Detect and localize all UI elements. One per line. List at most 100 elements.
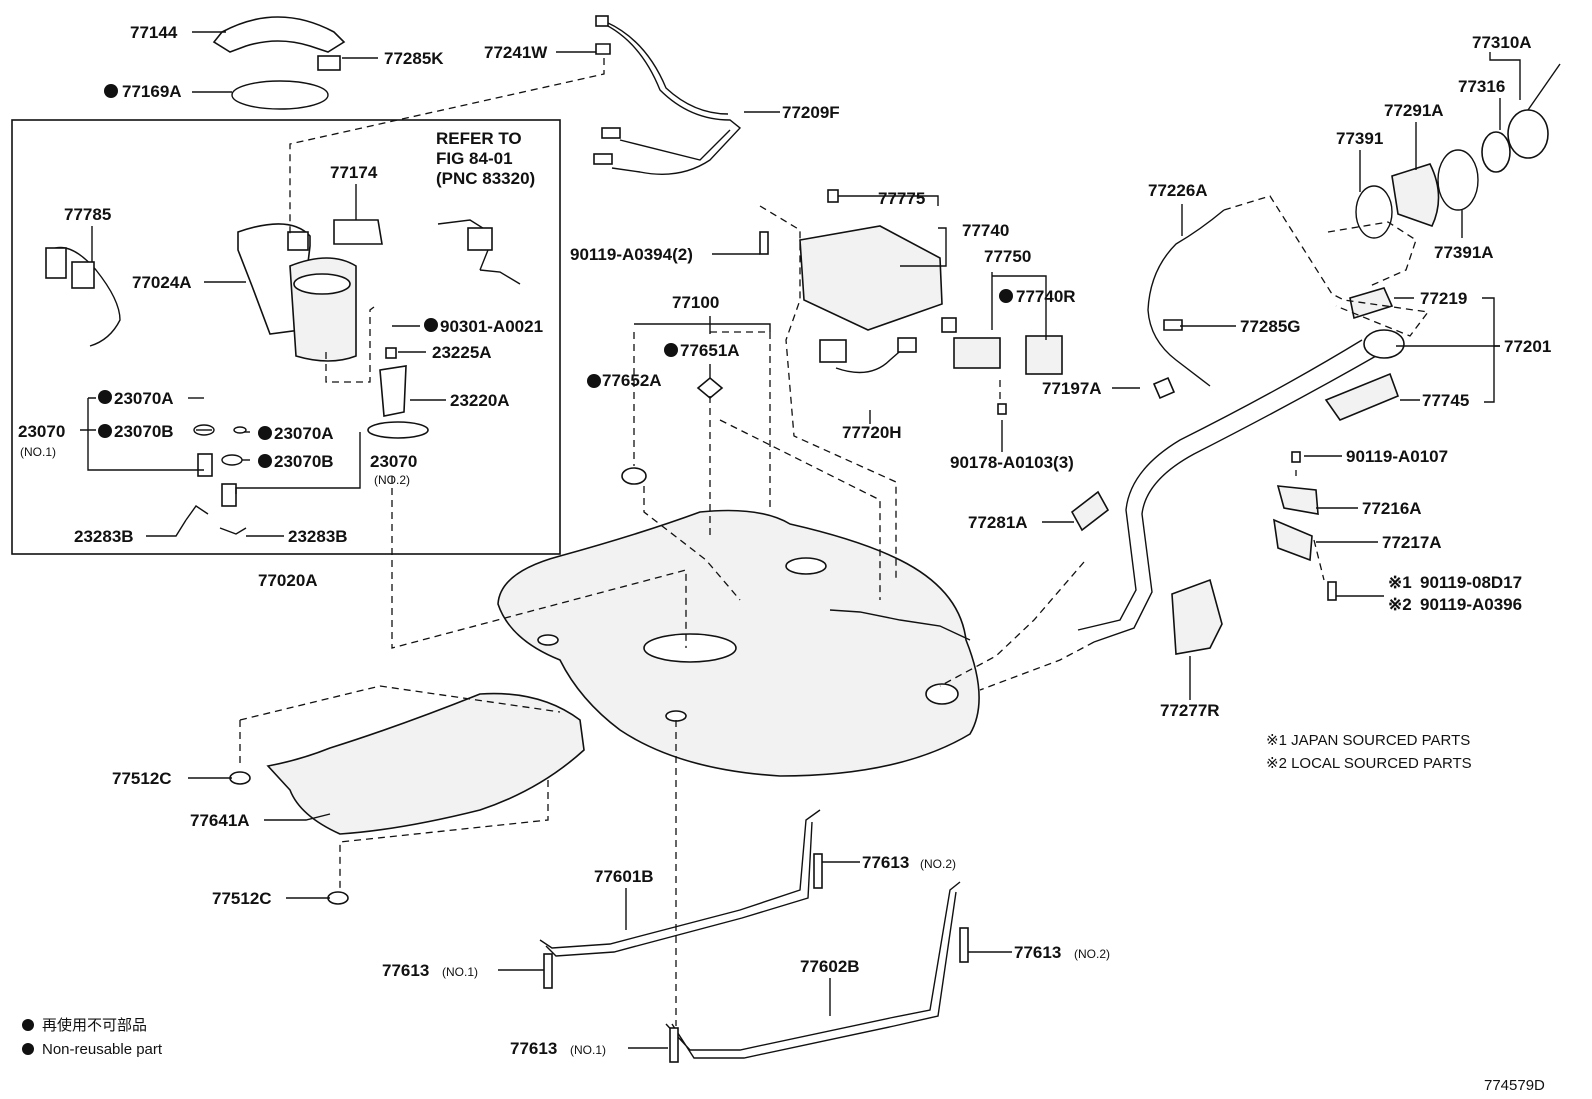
label-77720H: 77720H — [842, 423, 902, 442]
refer-line-1: REFER TO — [436, 129, 522, 148]
part-23070A-oring-2 — [233, 426, 247, 434]
label-77169A: 77169A — [122, 82, 182, 101]
label-77217A: 77217A — [1382, 533, 1442, 552]
part-77281A-bracket — [1070, 490, 1110, 532]
part-77174-cushion — [333, 219, 383, 245]
label-77144: 77144 — [130, 23, 178, 42]
part-77613-bolt-no2-a — [813, 853, 823, 889]
part-77216A-bracket — [1276, 485, 1319, 515]
label-mark1: ※1 — [1388, 573, 1412, 592]
leader-lines — [80, 31, 1521, 1049]
part-77169A-gasket — [231, 80, 329, 110]
part-23070-valve-no1 — [197, 453, 213, 477]
label-23283B-2: 23283B — [288, 527, 348, 546]
label-90301-A0021: 90301-A0021 — [440, 317, 543, 336]
figure-id: 774579D — [1484, 1077, 1545, 1094]
label-no2-b: (NO.2) — [1074, 947, 1110, 961]
part-23070B-oring-2 — [221, 454, 243, 466]
note-local-sourced: ※2 LOCAL SOURCED PARTS — [1266, 755, 1472, 772]
part-77512C-clip-1 — [229, 771, 251, 785]
label-77291A: 77291A — [1384, 101, 1444, 120]
non-reusable-bullets — [22, 84, 1013, 1055]
part-77217A-bracket — [1273, 518, 1313, 562]
label-no2: (NO.2) — [374, 473, 410, 487]
part-90178-bolt — [997, 403, 1007, 415]
part-77785-wiring — [45, 246, 121, 347]
part-77720H-hose — [819, 337, 917, 374]
refer-line-3: (PNC 83320) — [436, 169, 535, 188]
label-77613-a: 77613 — [862, 853, 909, 872]
label-77281A: 77281A — [968, 513, 1028, 532]
part-77613-bolt-no1-c — [543, 953, 553, 989]
part-sender-gauge-refer — [437, 219, 521, 285]
label-77219: 77219 — [1420, 289, 1467, 308]
label-77391A: 77391A — [1434, 243, 1494, 262]
part-77226A-breather-tube — [1147, 209, 1225, 387]
part-77197A-clamp — [1152, 376, 1176, 400]
label-23070-no1: 23070 — [18, 422, 65, 441]
label-77020A: 77020A — [258, 571, 318, 590]
part-23070B-oring-1 — [193, 424, 215, 436]
part-77613-bolt-no2-b — [959, 927, 969, 963]
part-77745-protector — [1324, 372, 1400, 421]
label-77740R: 77740R — [1016, 287, 1076, 306]
part-77651A-gasket — [696, 376, 724, 400]
part-77291A-housing — [1391, 163, 1440, 227]
part-77602B-strap — [665, 881, 961, 1059]
note-japan-sourced: ※1 JAPAN SOURCED PARTS — [1266, 732, 1470, 749]
label-77652A: 77652A — [602, 371, 662, 390]
label-23070B-1: 23070B — [114, 422, 174, 441]
label-77391: 77391 — [1336, 129, 1383, 148]
part-90119-08D17-bolt — [1327, 581, 1337, 601]
part-77100-fuel-tank — [497, 509, 980, 777]
label-77602B: 77602B — [800, 957, 860, 976]
label-77641A: 77641A — [190, 811, 250, 830]
inset-box-77020A — [11, 119, 561, 555]
label-77740: 77740 — [962, 221, 1009, 240]
label-23225A: 23225A — [432, 343, 492, 362]
part-23225A-cushion — [385, 347, 397, 359]
part-77391-ring — [1355, 185, 1393, 239]
part-77209F-tube — [593, 15, 742, 175]
label-77197A: 77197A — [1042, 379, 1102, 398]
part-23283B-clip-2 — [219, 527, 247, 535]
label-77201: 77201 — [1504, 337, 1551, 356]
label-77316: 77316 — [1458, 77, 1505, 96]
part-77750-valve — [941, 317, 1001, 369]
label-77285K: 77285K — [384, 49, 444, 68]
part-23283B-clip-1 — [185, 505, 209, 521]
label-77226A: 77226A — [1148, 181, 1208, 200]
label-77512C-1: 77512C — [112, 769, 172, 788]
label-77024A: 77024A — [132, 273, 192, 292]
legend-japanese: 再使用不可部品 — [42, 1017, 147, 1034]
label-77512C-2: 77512C — [212, 889, 272, 908]
label-77285G: 77285G — [1240, 317, 1301, 336]
part-77740R-filter — [1025, 335, 1063, 375]
legend-english: Non-reusable part — [42, 1041, 163, 1058]
label-no1: (NO.1) — [20, 445, 56, 459]
label-mark2: ※2 — [1388, 595, 1412, 614]
label-90119-08D17: 90119-08D17 — [1420, 573, 1522, 592]
part-77277R-protector — [1171, 578, 1223, 655]
label-77651A: 77651A — [680, 341, 740, 360]
part-77285G-clip — [1163, 319, 1183, 331]
part-77241W-clip — [595, 43, 611, 55]
label-90119-A0396: 90119-A0396 — [1420, 595, 1522, 614]
label-77174: 77174 — [330, 163, 378, 182]
label-77241W: 77241W — [484, 43, 548, 62]
label-23283B-1: 23283B — [74, 527, 134, 546]
label-23220A: 23220A — [450, 391, 510, 410]
label-90119-A0107: 90119-A0107 — [1346, 447, 1448, 466]
part-77512C-clip-2 — [327, 891, 349, 905]
label-23070A-1: 23070A — [114, 389, 174, 408]
part-90119-A0107-bolt — [1291, 451, 1301, 463]
label-77310A: 77310A — [1472, 33, 1532, 52]
label-77216A: 77216A — [1362, 499, 1422, 518]
label-90119-A0394: 90119-A0394(2) — [570, 245, 693, 264]
label-77100: 77100 — [672, 293, 719, 312]
part-90119-A0394-bolt — [759, 231, 769, 255]
label-90178-A0103: 90178-A0103(3) — [950, 453, 1074, 472]
part-77652A-plug — [621, 467, 647, 485]
label-no1-c: (NO.1) — [442, 965, 478, 979]
